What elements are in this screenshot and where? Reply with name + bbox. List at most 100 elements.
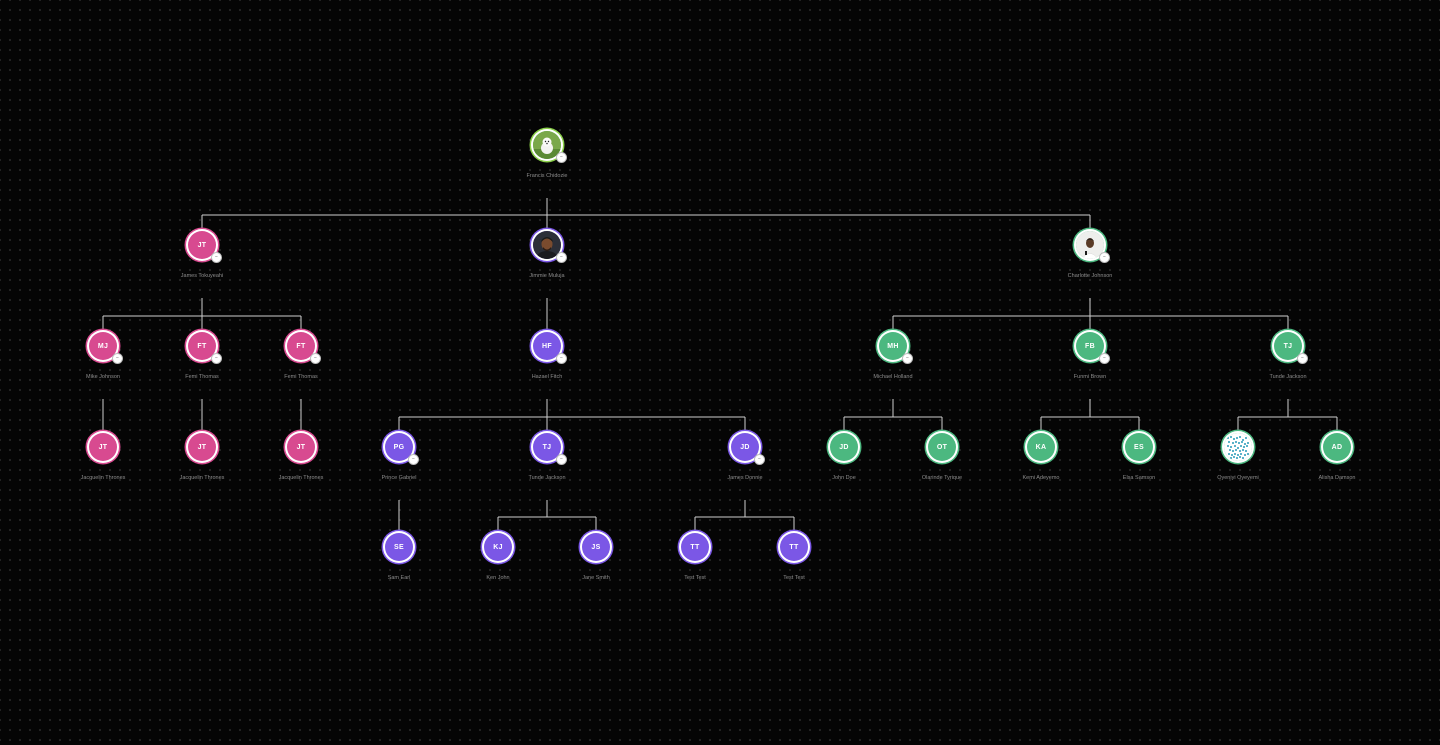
expand-collapse-icon[interactable]: − — [754, 454, 765, 465]
member-name: Test Test — [783, 575, 805, 581]
org-node-prince[interactable]: PG− Prince Gabriel — [324, 433, 474, 481]
avatar-initials: JS — [591, 543, 601, 551]
member-name: Femi Thomas — [284, 374, 318, 380]
avatar[interactable]: FT− — [188, 332, 222, 364]
org-node-kemi[interactable]: KA Kemi Adeyemo — [966, 433, 1116, 481]
org-node-olarinde[interactable]: OT Olarinde Tyrique — [867, 433, 1017, 481]
member-name: Prince Gabriel — [381, 475, 417, 481]
avatar[interactable]: AD — [1323, 433, 1351, 461]
avatar[interactable]: KA — [1027, 433, 1055, 461]
dog-photo-icon — [533, 131, 561, 159]
expand-collapse-icon[interactable]: − — [1099, 353, 1110, 364]
org-node-test2[interactable]: TT Test Test — [719, 533, 869, 581]
avatar[interactable]: JT — [287, 433, 315, 461]
avatar-initials: FB — [1085, 342, 1095, 350]
avatar[interactable]: JD — [830, 433, 858, 461]
avatar[interactable]: − — [1076, 231, 1110, 263]
avatar[interactable]: JT — [89, 433, 117, 461]
qr-pattern-icon — [1224, 433, 1252, 461]
org-node-jaq1[interactable]: JT Jacquelin Thrones — [28, 433, 178, 481]
expand-collapse-icon[interactable]: − — [408, 454, 419, 465]
org-node-jamie[interactable]: − Jimmie Muluja — [472, 231, 622, 279]
avatar[interactable]: − — [533, 231, 567, 263]
member-name: Olarinde Tyrique — [921, 475, 963, 481]
avatar[interactable]: MJ− — [89, 332, 123, 364]
org-node-femi2[interactable]: FT− Femi Thomas — [226, 332, 376, 380]
member-name: Jane Smith — [582, 575, 610, 581]
expand-collapse-icon[interactable]: − — [902, 353, 913, 364]
expand-collapse-icon[interactable]: − — [310, 353, 321, 364]
org-node-oyeniyi[interactable]: Oyeniyi Oyeyemi — [1163, 433, 1313, 481]
member-name: Oyeniyi Oyeyemi — [1217, 475, 1259, 481]
avatar-initials: JT — [197, 241, 207, 249]
member-name: Jimmie Muluja — [529, 273, 565, 279]
avatar[interactable]: FT− — [287, 332, 321, 364]
expand-collapse-icon[interactable]: − — [211, 353, 222, 364]
avatar[interactable]: SE — [385, 533, 413, 561]
avatar[interactable]: JT — [188, 433, 216, 461]
avatar[interactable]: JD− — [731, 433, 765, 465]
org-node-funmi[interactable]: FB−Funmi Brown — [1015, 332, 1165, 380]
member-name: Tunde Jackson — [528, 475, 566, 481]
avatar[interactable]: KJ — [484, 533, 512, 561]
expand-collapse-icon[interactable]: − — [1297, 353, 1308, 364]
avatar[interactable]: PG− — [385, 433, 419, 465]
org-node-tunde1[interactable]: TJ− Tunde Jackson — [472, 433, 622, 481]
org-node-jaq2[interactable]: JT Jacquelin Thrones — [127, 433, 277, 481]
member-name: James Tokuyeahi — [180, 273, 224, 279]
org-node-hazel[interactable]: HF− Hazael Fitch — [472, 332, 622, 380]
org-node-jamesd[interactable]: JD−James Donnie — [670, 433, 820, 481]
avatar-initials: ES — [1134, 443, 1144, 451]
avatar[interactable]: MH− — [879, 332, 913, 364]
org-node-ken[interactable]: KJ Ken John — [423, 533, 573, 581]
avatar[interactable]: − — [533, 131, 567, 163]
avatar-initials: TJ — [1283, 342, 1293, 350]
member-name: Hazael Fitch — [531, 374, 563, 380]
org-node-charlotte[interactable]: −Charlotte Johnson — [1015, 231, 1165, 279]
member-name: Ken John — [486, 575, 510, 581]
avatar-initials: AD — [1331, 443, 1343, 451]
expand-collapse-icon[interactable]: − — [211, 252, 222, 263]
expand-collapse-icon[interactable]: − — [556, 454, 567, 465]
org-node-tunde2[interactable]: TJ−Tunde Jackson — [1213, 332, 1363, 380]
avatar[interactable]: JS — [582, 533, 610, 561]
avatar-initials: JT — [296, 443, 306, 451]
avatar[interactable]: TT — [681, 533, 709, 561]
avatar-initials: MH — [887, 342, 899, 350]
avatar[interactable]: JT− — [188, 231, 222, 263]
expand-collapse-icon[interactable]: − — [1099, 252, 1110, 263]
avatar[interactable]: TJ− — [1274, 332, 1308, 364]
org-node-jane[interactable]: JS Jane Smith — [521, 533, 671, 581]
member-name: Jacquelin Thrones — [80, 475, 126, 481]
avatar-initials: JT — [197, 443, 207, 451]
avatar[interactable]: ES — [1125, 433, 1153, 461]
org-node-mike[interactable]: MJ−Mike Johnson — [28, 332, 178, 380]
avatar[interactable]: TT — [780, 533, 808, 561]
expand-collapse-icon[interactable]: − — [556, 353, 567, 364]
expand-collapse-icon[interactable]: − — [556, 152, 567, 163]
org-node-francis[interactable]: −Francis Chidozie — [472, 131, 622, 179]
org-node-james-t[interactable]: JT− James Tokuyeahi — [127, 231, 277, 279]
avatar[interactable] — [1224, 433, 1252, 461]
avatar-initials: PG — [393, 443, 405, 451]
member-name: Kemi Adeyemo — [1022, 475, 1060, 481]
avatar-initials: KJ — [493, 543, 503, 551]
expand-collapse-icon[interactable]: − — [112, 353, 123, 364]
avatar[interactable]: TJ− — [533, 433, 567, 465]
avatar[interactable]: HF− — [533, 332, 567, 364]
member-name: Jacquelin Thrones — [179, 475, 225, 481]
avatar[interactable]: OT — [928, 433, 956, 461]
avatar-initials: TT — [690, 543, 700, 551]
avatar[interactable]: FB− — [1076, 332, 1110, 364]
org-node-michael[interactable]: MH−Michael Holland — [818, 332, 968, 380]
org-node-femi1[interactable]: FT−Femi Thomas — [127, 332, 277, 380]
expand-collapse-icon[interactable]: − — [556, 252, 567, 263]
avatar-initials: OT — [936, 443, 948, 451]
